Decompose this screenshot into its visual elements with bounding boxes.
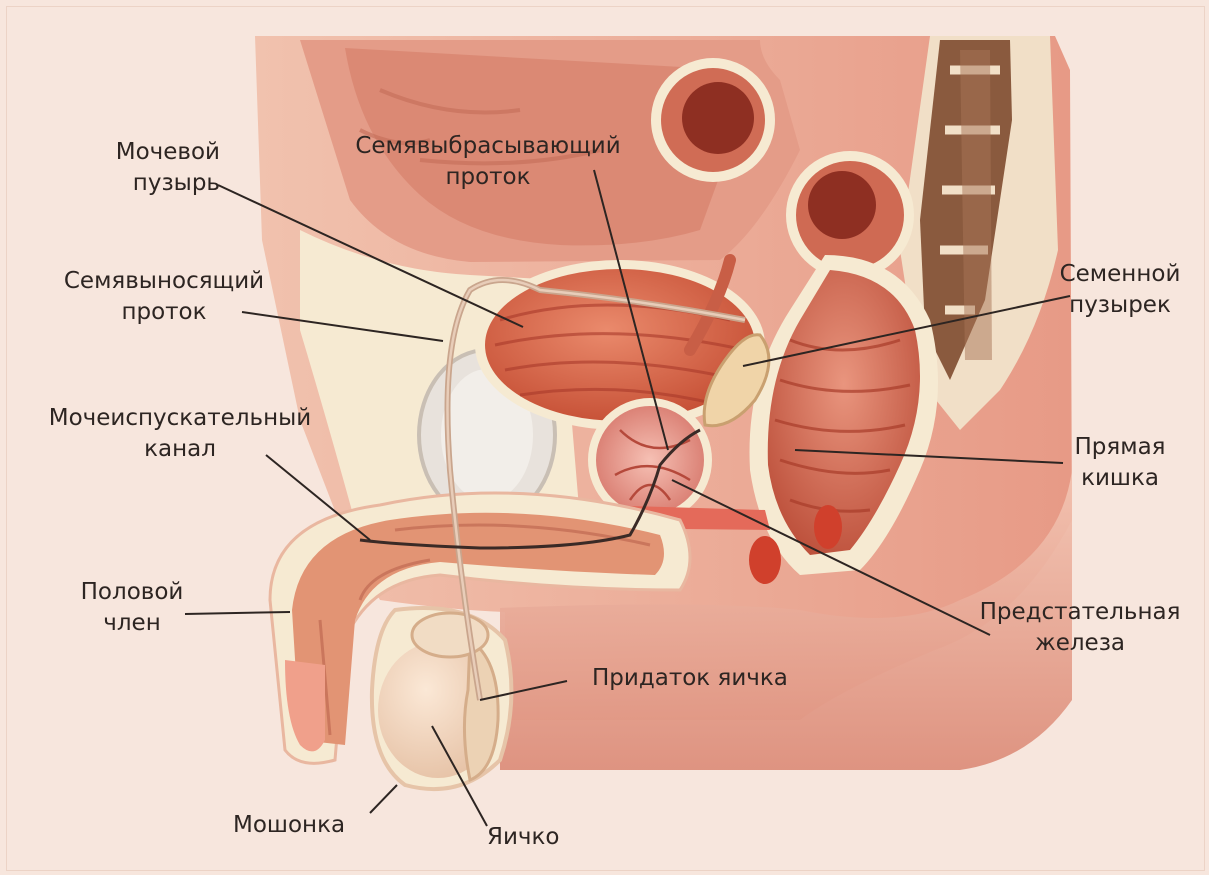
label-vas-deferens: Семявыносящий проток <box>44 266 284 328</box>
label-urethra: Мочеиспускательный канал <box>30 403 330 465</box>
label-prostate: Предстательная железа <box>960 597 1200 659</box>
label-testis: Яичко <box>487 822 559 853</box>
label-scrotum: Мошонка <box>233 810 345 841</box>
label-rectum: Прямая кишка <box>1060 432 1180 494</box>
scrotum-leader-line <box>370 785 397 813</box>
label-seminal-vesicle: Семенной пузырек <box>1040 259 1200 321</box>
label-epididymis: Придаток яичка <box>592 663 788 694</box>
label-ejaculatory-duct: Семявыбрасывающий проток <box>338 131 638 193</box>
label-penis: Половой член <box>72 577 192 639</box>
label-bladder: Мочевой пузырь <box>80 137 220 199</box>
